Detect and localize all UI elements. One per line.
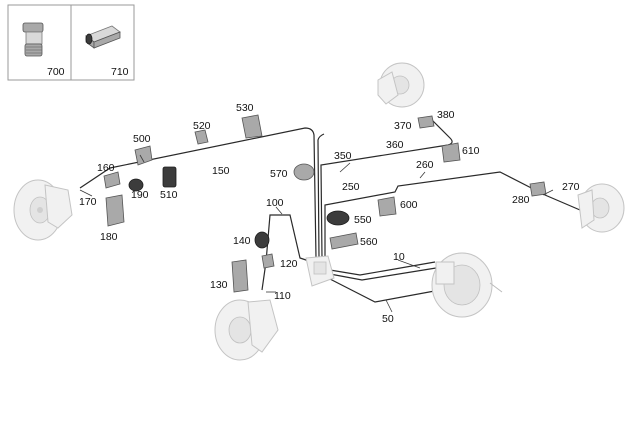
label-700: 700 [47,66,65,78]
label-10: 10 [393,251,405,263]
label-170: 170 [79,196,97,208]
label-50: 50 [382,313,394,325]
label-520: 520 [193,120,211,132]
part-570 [293,163,315,181]
small-parts [103,114,547,293]
pipe-150b [317,133,325,259]
part-120 [261,253,275,269]
part-180 [105,194,125,227]
label-510: 510 [160,189,178,201]
label-380: 380 [437,109,455,121]
part-600 [377,196,397,217]
label-100: 100 [266,197,284,209]
part-160 [103,171,121,189]
part-700-bushing [22,22,44,57]
label-140: 140 [233,235,251,247]
label-610: 610 [462,145,480,157]
label-190: 190 [131,189,149,201]
inset-panel: 700 710 [7,4,135,81]
front-disc-assembly [214,299,279,361]
label-710: 710 [111,66,129,78]
label-250: 250 [342,181,360,193]
label-570: 570 [270,168,288,180]
pipe-10 [329,261,436,276]
label-530: 530 [236,102,254,114]
part-550 [326,210,350,226]
pipe-100 [261,214,313,291]
pipe-10b [329,267,437,281]
brake-booster [431,252,503,318]
part-140 [254,231,270,249]
label-370: 370 [394,120,412,132]
labels: 10 50 100 110 120 130 140 150 160 170 18… [79,102,580,325]
label-160: 160 [97,162,115,174]
part-520 [194,129,209,145]
label-270: 270 [562,181,580,193]
pipe-150 [79,127,317,259]
pipe-260 [324,171,581,258]
right-disc-assembly [577,183,625,233]
label-560: 560 [360,236,378,248]
label-600: 600 [400,199,418,211]
part-380 [417,115,435,129]
brake-pipes [79,117,581,303]
part-130 [231,259,249,293]
label-360: 360 [386,139,404,151]
leaders [79,154,554,313]
pipe-50 [327,277,441,303]
part-280 [529,181,547,197]
part-710-sleeve [85,25,121,49]
label-280: 280 [512,194,530,206]
label-150: 150 [212,165,230,177]
left-disc-assembly [13,179,73,241]
label-110: 110 [274,290,291,302]
rear-upper-disc [377,62,425,108]
label-350: 350 [334,150,352,162]
label-180: 180 [100,231,118,243]
part-560 [329,232,359,250]
part-190 [128,178,144,192]
part-500 [134,145,153,166]
label-120: 120 [280,258,298,270]
label-500: 500 [133,133,151,145]
part-510 [162,166,177,188]
label-130: 130 [210,279,228,291]
label-260: 260 [416,159,434,171]
part-610 [441,142,461,163]
label-550: 550 [354,214,372,226]
part-530 [241,114,263,139]
distributor-block [305,255,335,287]
